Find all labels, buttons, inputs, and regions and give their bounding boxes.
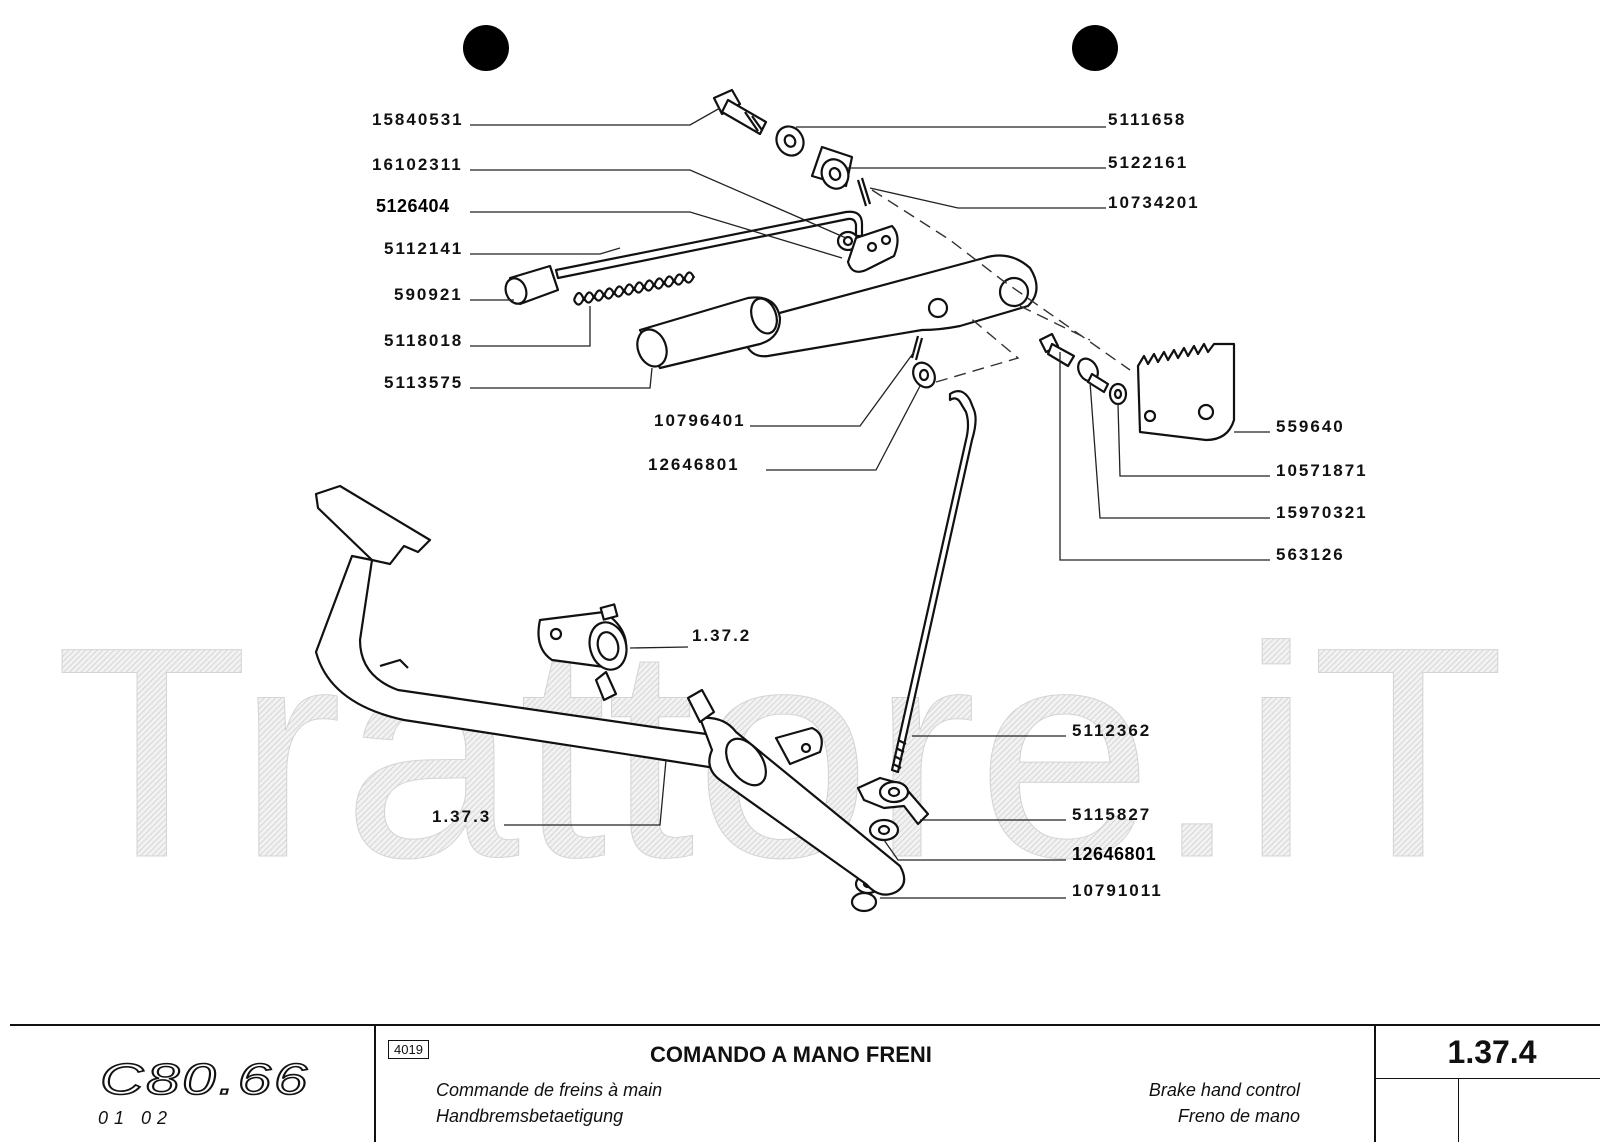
bolt-15840531-drawing (712, 88, 768, 136)
assembly-line-3 (1019, 305, 1091, 341)
label-590921: 590921 (394, 285, 463, 304)
washer-12646801-drawing (912, 361, 936, 389)
label-10796401: 10796401 (654, 411, 746, 430)
title-english: Brake hand control (1148, 1080, 1300, 1100)
screw-15970321-drawing (1077, 357, 1110, 394)
watermark: Trattore.iT (55, 584, 1505, 920)
assembly-line-1 (871, 189, 1131, 371)
drawing-code: 4019 (388, 1040, 429, 1059)
spring-5118018-drawing (572, 271, 696, 306)
label-5112362: 5112362 (1072, 721, 1151, 740)
label-5126404: 5126404 (376, 196, 450, 216)
bracket-5126404-drawing (846, 224, 899, 273)
model-logo: C80.66 (99, 1054, 310, 1102)
label-559640: 559640 (1276, 417, 1345, 436)
bushing-5122161-drawing (810, 145, 854, 190)
bolt-563126-drawing (1038, 332, 1076, 368)
nut-10571871-drawing (1108, 382, 1128, 406)
washer-12646801-lower-drawing (868, 818, 900, 842)
page-number-separator (1374, 1078, 1600, 1079)
label-5113575: 5113575 (384, 373, 463, 392)
assembly-line-2 (935, 315, 1020, 383)
label-16102311: 16102311 (372, 155, 463, 174)
title-block-divider-left (374, 1026, 376, 1142)
label-5122161: 5122161 (1108, 153, 1188, 172)
label-15840531: 15840531 (372, 110, 464, 129)
title-german: Handbremsbetaetigung (436, 1106, 624, 1126)
washer-5111658-drawing (775, 125, 805, 157)
title-block: C80.66 01 02 4019 COMANDO A MANO FRENI C… (10, 1024, 1600, 1142)
wing-nut-5115827-drawing (856, 776, 930, 826)
knob-590921-drawing (504, 264, 560, 306)
parts-drawing (314, 88, 1236, 913)
hand-lever-drawing (636, 254, 1038, 370)
page-number: 1.37.4 (1447, 1034, 1537, 1070)
punch-hole-left (463, 25, 509, 71)
title-block-divider-right (1374, 1026, 1376, 1142)
page-number-divider (1458, 1078, 1459, 1142)
title-spanish: Freno de mano (1177, 1106, 1300, 1126)
title-french: Commande de freins à main (436, 1080, 663, 1100)
label-5111658: 5111658 (1108, 110, 1186, 129)
leader-lines (470, 107, 1270, 899)
split-pin-10734201-drawing (856, 177, 872, 207)
brake-pedal-1-37-3-drawing (314, 484, 906, 896)
revision-numbers: 01 02 (98, 1108, 174, 1128)
part-labels: 15840531 16102311 5126404 5112141 590921… (372, 110, 1368, 900)
label-15970321: 15970321 (1276, 503, 1368, 522)
label-563126: 563126 (1276, 545, 1345, 564)
pin-10796401-drawing (910, 335, 924, 361)
label-12646801-b: 12646801 (1072, 844, 1156, 864)
label-5112141: 5112141 (384, 239, 463, 258)
label-12646801-a: 12646801 (648, 455, 740, 474)
label-5118018: 5118018 (384, 331, 463, 350)
model-name: C80.66 (100, 1055, 310, 1102)
label-10734201: 10734201 (1108, 193, 1200, 212)
punch-hole-right (1072, 25, 1118, 71)
label-10571871: 10571871 (1276, 461, 1368, 480)
rod-5112362-drawing (890, 389, 977, 774)
label-10791011: 10791011 (1072, 881, 1163, 900)
rod-5112141-drawing (554, 210, 864, 280)
collar-1-37-2-drawing (537, 603, 628, 671)
label-ref-1-37-2: 1.37.2 (692, 626, 751, 645)
page-title: COMANDO A MANO FRENI (650, 1042, 932, 1067)
label-5115827: 5115827 (1072, 805, 1151, 824)
label-ref-1-37-3: 1.37.3 (432, 807, 491, 826)
ratchet-sector-559640-drawing (1136, 342, 1236, 442)
